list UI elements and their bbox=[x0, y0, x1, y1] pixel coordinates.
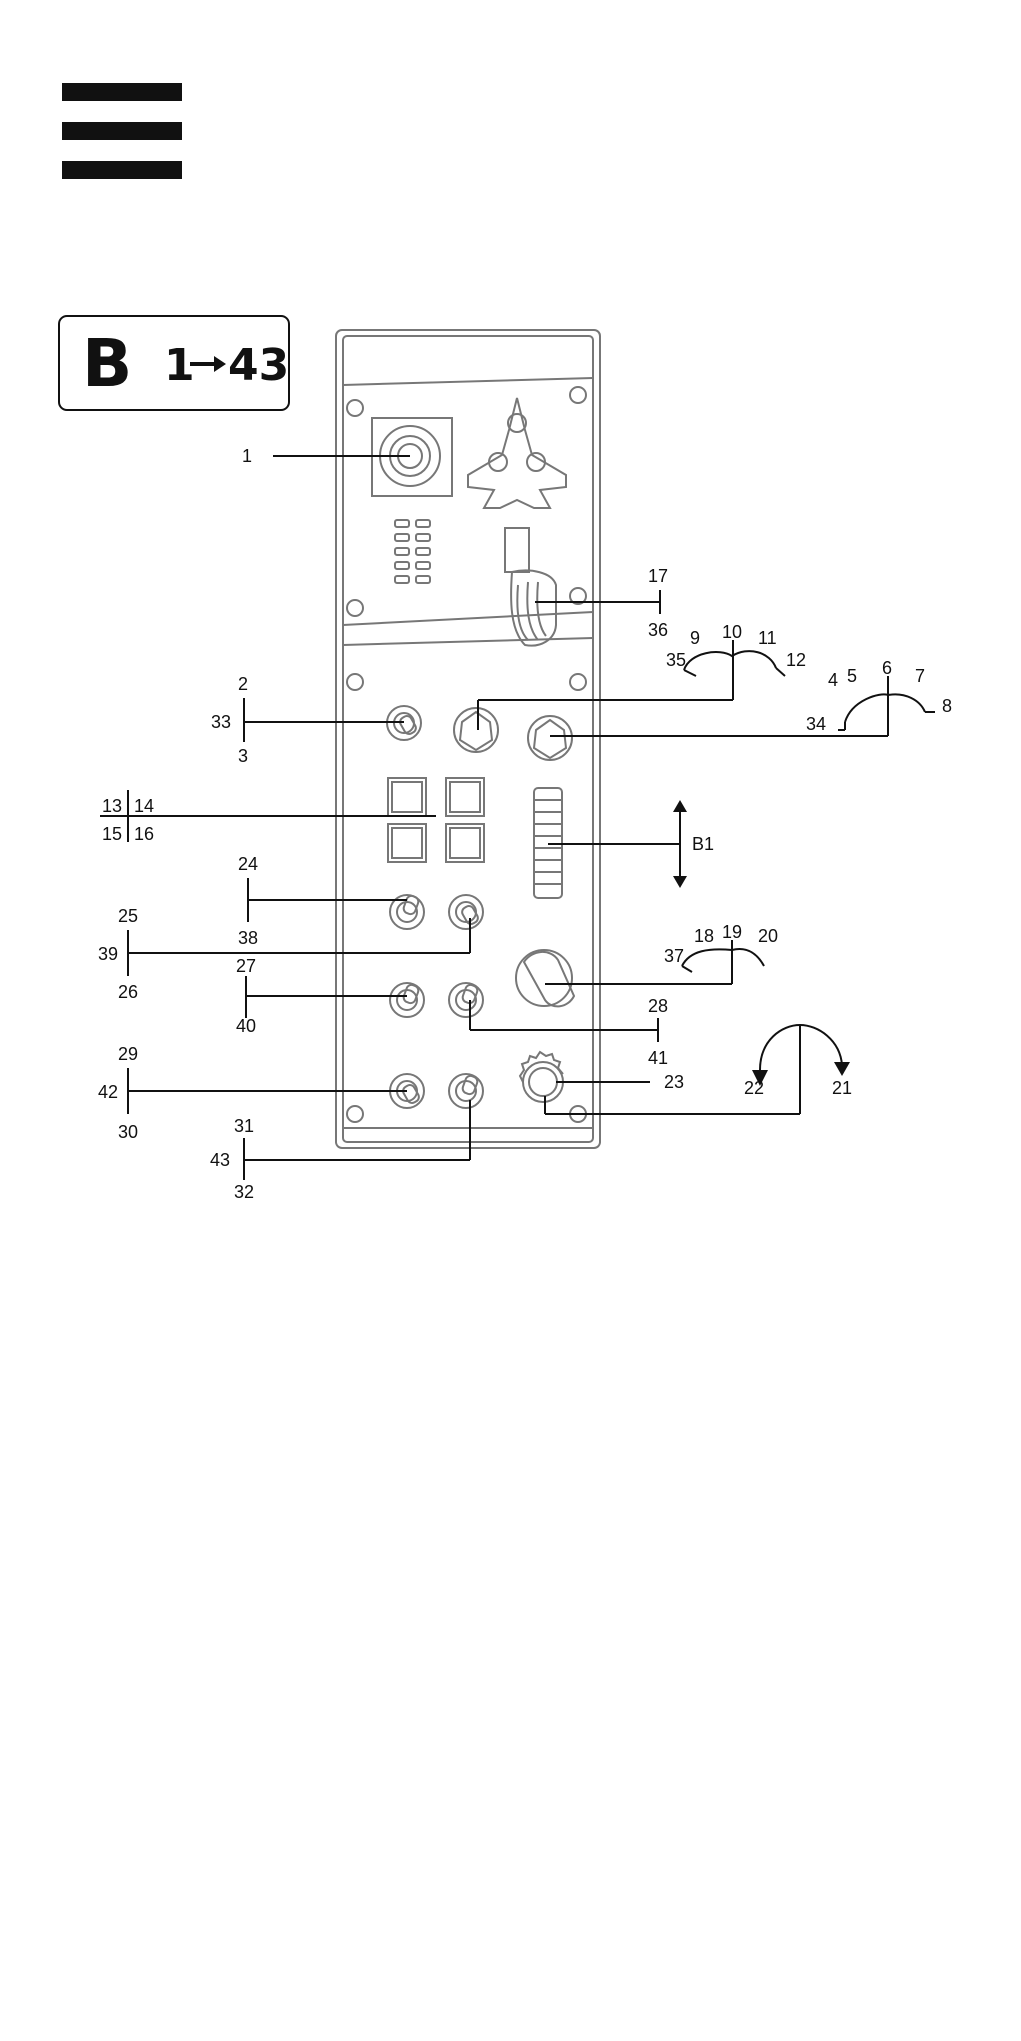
label-b1: B1 bbox=[692, 834, 714, 854]
throttle-lever[interactable] bbox=[505, 528, 556, 646]
encoder-knob[interactable] bbox=[520, 1052, 563, 1102]
label-40: 40 bbox=[236, 1016, 256, 1036]
push-button-15[interactable] bbox=[388, 824, 426, 862]
label-25: 25 bbox=[118, 906, 138, 926]
screw-icon bbox=[347, 400, 363, 416]
label-33: 33 bbox=[211, 712, 231, 732]
label-27: 27 bbox=[236, 956, 256, 976]
label-38: 38 bbox=[238, 928, 258, 948]
screw-icon bbox=[347, 674, 363, 690]
label-3: 3 bbox=[238, 746, 248, 766]
screw-icon bbox=[570, 387, 586, 403]
screw-icon bbox=[570, 674, 586, 690]
screw-icon bbox=[347, 1106, 363, 1122]
label-23: 23 bbox=[664, 1072, 684, 1092]
label-13: 13 bbox=[102, 796, 122, 816]
label-12: 12 bbox=[786, 650, 806, 670]
label-10: 10 bbox=[722, 622, 742, 642]
toggle-switch-25-39[interactable] bbox=[449, 895, 483, 929]
label-28: 28 bbox=[648, 996, 668, 1016]
speaker-grille bbox=[395, 520, 430, 583]
label-4: 4 bbox=[828, 670, 838, 690]
label-31: 31 bbox=[234, 1116, 254, 1136]
label-35: 35 bbox=[666, 650, 686, 670]
rotary-selector-9-12[interactable] bbox=[454, 708, 498, 752]
label-15: 15 bbox=[102, 824, 122, 844]
label-37: 37 bbox=[664, 946, 684, 966]
label-36: 36 bbox=[648, 620, 668, 640]
label-43: 43 bbox=[210, 1150, 230, 1170]
push-button-14[interactable] bbox=[446, 778, 484, 816]
badge-range-end: 43 bbox=[228, 340, 289, 391]
label-6: 6 bbox=[882, 658, 892, 678]
push-button-16[interactable] bbox=[446, 824, 484, 862]
label-39: 39 bbox=[98, 944, 118, 964]
label-34: 34 bbox=[806, 714, 826, 734]
label-11: 11 bbox=[758, 628, 777, 648]
label-1: 1 bbox=[242, 446, 252, 466]
leader-lines bbox=[100, 456, 935, 1180]
section-badge: B 1 43 bbox=[59, 316, 289, 410]
label-22: 22 bbox=[744, 1078, 764, 1098]
rotary-selector-4-8[interactable] bbox=[528, 716, 572, 760]
label-2: 2 bbox=[238, 674, 248, 694]
label-21: 21 bbox=[832, 1078, 852, 1098]
hamburger-menu-icon[interactable] bbox=[62, 83, 182, 179]
label-7: 7 bbox=[915, 666, 925, 686]
label-29: 29 bbox=[118, 1044, 138, 1064]
badge-letter: B bbox=[82, 325, 132, 402]
label-16: 16 bbox=[134, 824, 154, 844]
label-26: 26 bbox=[118, 982, 138, 1002]
label-14: 14 bbox=[134, 796, 154, 816]
push-button-13[interactable] bbox=[388, 778, 426, 816]
label-8: 8 bbox=[942, 696, 952, 716]
panel-body bbox=[336, 330, 600, 1148]
rotary-knob-18-20[interactable] bbox=[516, 950, 574, 1006]
jet-logo-icon bbox=[468, 398, 566, 508]
label-32: 32 bbox=[234, 1182, 254, 1202]
label-5: 5 bbox=[847, 666, 857, 686]
label-18: 18 bbox=[694, 926, 714, 946]
screw-icon bbox=[347, 600, 363, 616]
toggle-switch-28-41[interactable] bbox=[449, 983, 483, 1017]
label-19: 19 bbox=[722, 922, 742, 942]
label-17: 17 bbox=[648, 566, 668, 586]
label-9: 9 bbox=[690, 628, 700, 648]
label-42: 42 bbox=[98, 1082, 118, 1102]
label-24: 24 bbox=[238, 854, 258, 874]
label-41: 41 bbox=[648, 1048, 668, 1068]
toggle-switch-27-40[interactable] bbox=[390, 983, 424, 1017]
toggle-switch-31-43[interactable] bbox=[449, 1074, 483, 1108]
label-20: 20 bbox=[758, 926, 778, 946]
label-30: 30 bbox=[118, 1122, 138, 1142]
